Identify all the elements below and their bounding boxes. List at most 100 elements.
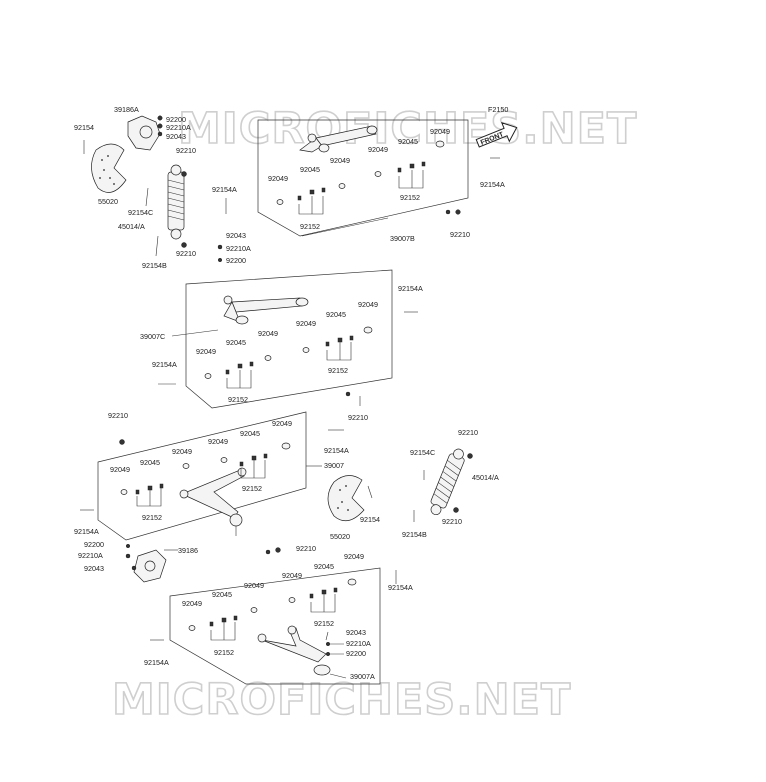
label-92210a: 92210A [226,244,251,253]
leader-39007c [171,329,219,337]
label-55020: 55020 [330,532,350,541]
shock-absorber-mid [430,448,465,516]
label-92043: 92043 [346,628,366,637]
bushings-c [204,326,373,379]
label-92154: 92154 [74,123,94,132]
shock-absorber-top [167,164,185,240]
label-92049: 92049 [110,465,130,474]
label-92152: 92152 [314,619,334,628]
label-92045: 92045 [226,338,246,347]
label-92152: 92152 [142,513,162,522]
label-92154a: 92154A [144,658,169,667]
label-45014a: 45014/A [118,222,145,231]
label-92210: 92210 [108,411,128,420]
a-arm-39007 [179,467,247,536]
label-92154a: 92154A [388,583,413,592]
label-39007a: 39007A [350,672,375,681]
label-92152: 92152 [242,484,262,493]
callout-labels: 39186A 92200 92210A 92043 92154 92210 55… [74,105,505,681]
label-92049: 92049 [296,319,316,328]
watermark-top: MICROFICHES.NET [178,104,637,154]
bracket-c1 [326,342,352,361]
label-92200: 92200 [84,540,104,549]
label-92200: 92200 [346,649,366,658]
label-39007c: 39007C [140,332,165,341]
label-92045: 92045 [300,165,320,174]
label-39007b: 39007B [390,234,415,243]
label-92152: 92152 [400,193,420,202]
label-92043: 92043 [84,564,104,573]
label-92045: 92045 [240,429,260,438]
group-box-39007a [169,567,381,685]
label-92154a: 92154A [398,284,423,293]
label-39186: 39186 [178,546,198,555]
bracket-b2 [298,196,324,215]
label-92043: 92043 [226,231,246,240]
label-92200: 92200 [166,115,186,124]
label-92154: 92154 [360,515,380,524]
brake-disc-mid [327,475,365,522]
bolts-top-left [83,140,227,263]
label-92049: 92049 [330,156,350,165]
label-92049: 92049 [344,552,364,561]
label-92049: 92049 [358,300,378,309]
label-92049: 92049 [268,174,288,183]
label-92045: 92045 [314,562,334,571]
label-39186a: 39186A [114,105,139,114]
label-92210a: 92210A [346,639,371,648]
label-92210a: 92210A [78,551,103,560]
label-92043: 92043 [166,132,186,141]
figure-code: F2150 [488,105,508,114]
label-92152: 92152 [328,366,348,375]
a-arm-39007a [257,625,331,676]
label-92152: 92152 [228,395,248,404]
label-92154a: 92154A [152,360,177,369]
label-92200: 92200 [226,256,246,265]
label-92154b: 92154B [402,530,427,539]
group-box-39007c [185,269,393,409]
label-92049: 92049 [244,581,264,590]
label-92045: 92045 [326,310,346,319]
label-92049: 92049 [172,447,192,456]
a-arm-39007b [299,125,378,153]
label-92210: 92210 [442,517,462,526]
label-92049: 92049 [196,347,216,356]
label-92049: 92049 [208,437,228,446]
bracket-c2 [226,370,252,389]
bushings-39007 [120,442,291,495]
knuckle-top [127,115,163,151]
label-92210a: 92210A [166,123,191,132]
label-92154a: 92154A [212,185,237,194]
a-arm-39007c [223,295,309,325]
label-92049: 92049 [182,599,202,608]
label-92154c: 92154C [128,208,153,217]
group-box-39007 [97,411,307,541]
bracket-a2 [210,622,236,641]
bushings-a [188,578,357,631]
bracket-a1 [310,594,336,613]
leader-39007b [301,217,389,237]
label-92210: 92210 [450,230,470,239]
label-92154a: 92154A [74,527,99,536]
label-92049: 92049 [368,145,388,154]
label-92154c: 92154C [410,448,435,457]
label-45014a: 45014/A [472,473,499,482]
label-92049: 92049 [258,329,278,338]
label-92152: 92152 [214,648,234,657]
bracket-39007-1 [240,460,266,479]
label-92210: 92210 [458,428,478,437]
label-92049: 92049 [430,127,450,136]
knuckle-bottom [125,543,167,583]
label-55020: 55020 [98,197,118,206]
leader-39007a [329,673,347,679]
label-92210: 92210 [348,413,368,422]
label-92049: 92049 [282,571,302,580]
label-92154a: 92154A [324,446,349,455]
label-92210: 92210 [176,146,196,155]
label-92154b: 92154B [142,261,167,270]
label-92045: 92045 [212,590,232,599]
label-39007: 39007 [324,461,344,470]
label-92210: 92210 [296,544,316,553]
brake-disc-top [91,143,127,193]
label-92154a: 92154A [480,180,505,189]
